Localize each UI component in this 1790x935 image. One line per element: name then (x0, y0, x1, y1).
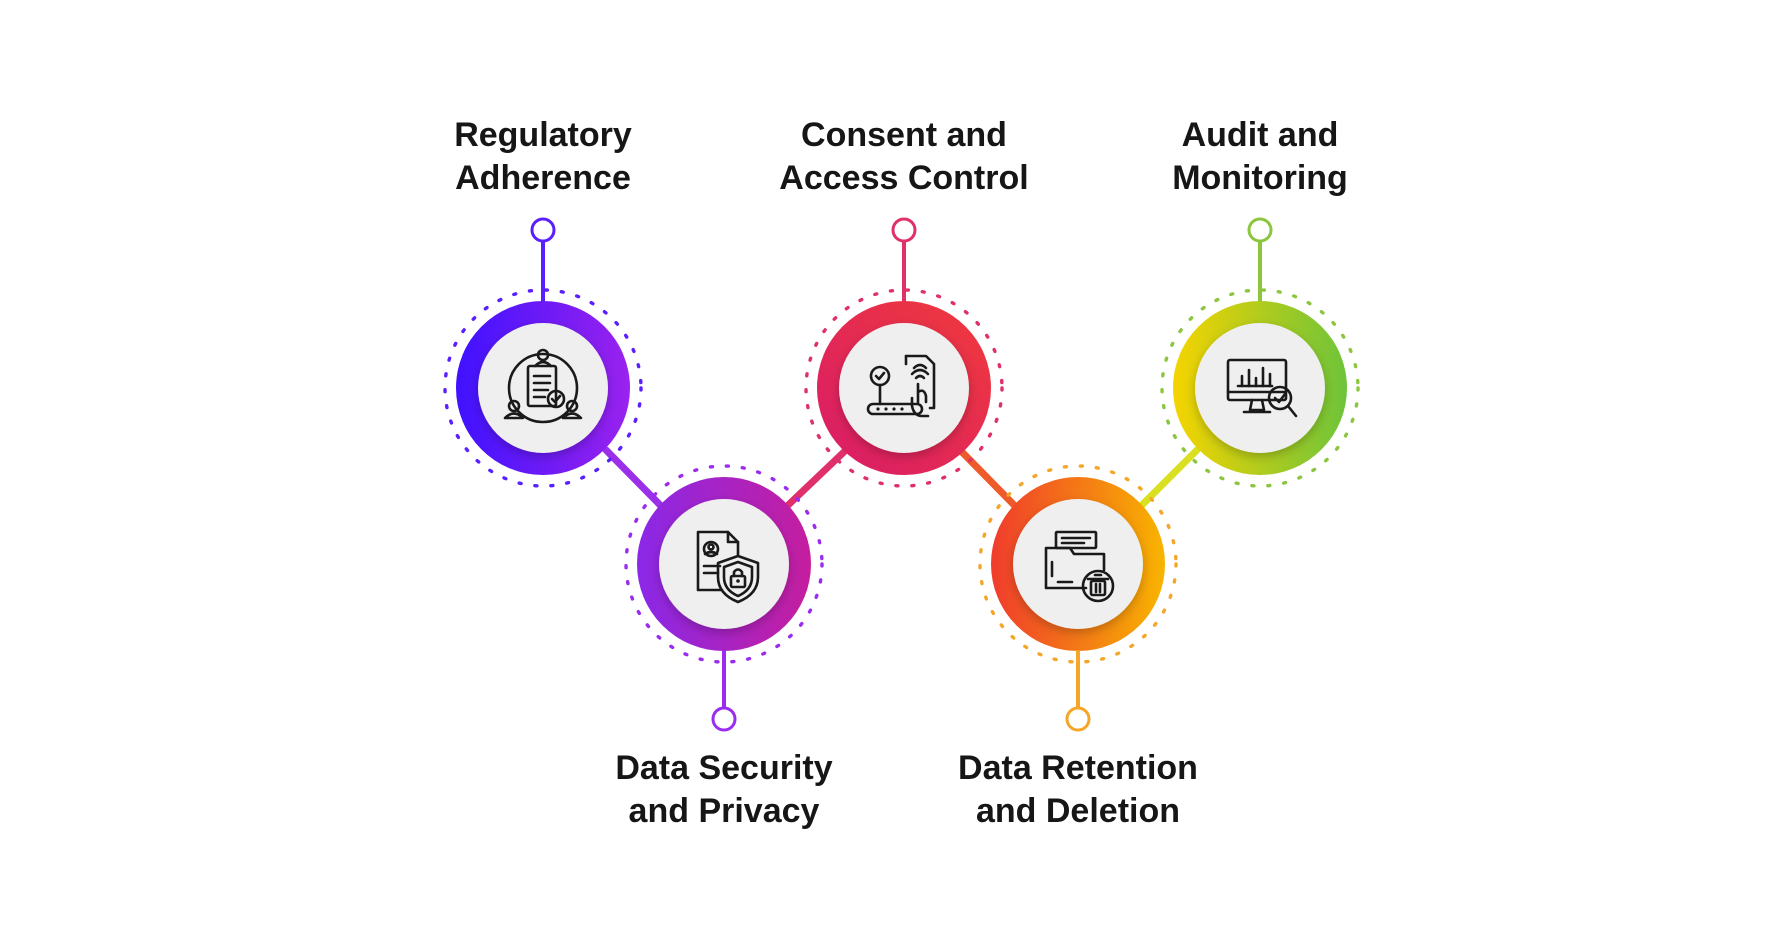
step-label-line1: Audit and (1182, 116, 1339, 154)
document-people-icon (503, 348, 583, 424)
connector-3-4 (956, 446, 1022, 513)
dotted-ring (1160, 288, 1360, 488)
inner-disc (478, 323, 608, 453)
pin-marker (891, 217, 917, 243)
step-data-security-privacy: Data Security and Privacy (615, 464, 833, 830)
fingerprint-touch-icon (866, 354, 936, 418)
step-label-line1: Regulatory (454, 116, 632, 154)
step-label-line2: and Deletion (976, 792, 1180, 830)
pin-marker (530, 217, 556, 243)
step-label-line2: Access Control (779, 159, 1028, 197)
step-consent-access-control: Consent and Access Control (779, 116, 1029, 488)
step-label-line2: Monitoring (1172, 159, 1348, 197)
step-label-line1: Data Retention (958, 749, 1198, 787)
step-label-line2: Adherence (455, 159, 631, 197)
folder-trash-icon (1044, 530, 1115, 603)
step-regulatory-adherence: Regulatory Adherence (443, 116, 643, 488)
step-audit-monitoring: Audit and Monitoring (1160, 116, 1360, 488)
dotted-ring (624, 464, 824, 664)
pin-marker (711, 706, 737, 732)
monitor-chart-magnifier-icon (1226, 358, 1298, 418)
pin-marker (1065, 706, 1091, 732)
step-label-line2: and Privacy (629, 792, 820, 830)
step-label-line1: Data Security (615, 749, 832, 787)
step-label-line1: Consent and (801, 116, 1007, 154)
inner-disc (659, 499, 789, 629)
inner-disc (1195, 323, 1325, 453)
connector-2-3 (780, 446, 850, 513)
inner-disc (839, 323, 969, 453)
dotted-ring (804, 288, 1004, 488)
connector-1-2 (602, 446, 668, 513)
dotted-ring (978, 464, 1178, 664)
pin-marker (1247, 217, 1273, 243)
dotted-ring (443, 288, 643, 488)
step-data-retention-deletion: Data Retention and Deletion (958, 464, 1198, 830)
document-shield-lock-icon (696, 530, 760, 604)
inner-disc (1013, 499, 1143, 629)
connector-4-5 (1134, 446, 1201, 513)
